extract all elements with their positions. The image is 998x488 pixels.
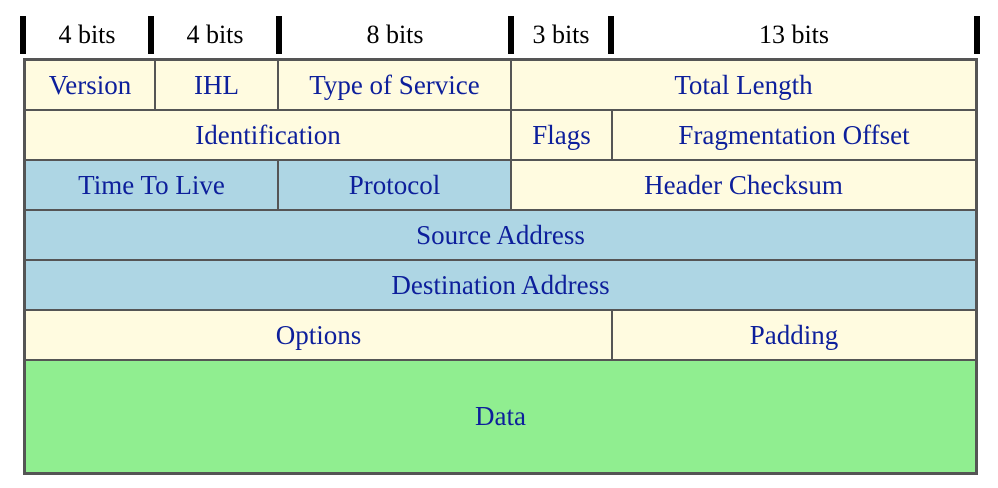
- field-version: Version: [25, 60, 155, 110]
- field-identification: Identification: [25, 110, 511, 160]
- field-flags: Flags: [511, 110, 612, 160]
- bit-divider-2: [276, 16, 282, 54]
- field-header-checksum: Header Checksum: [511, 160, 976, 210]
- field-time-to-live: Time To Live: [25, 160, 278, 210]
- bit-divider-4: [608, 16, 614, 54]
- field-options: Options: [25, 310, 612, 360]
- field-protocol: Protocol: [278, 160, 511, 210]
- ip-header-diagram: Version IHL Type of Service Total Length…: [23, 58, 978, 475]
- field-padding: Padding: [612, 310, 976, 360]
- field-data: Data: [25, 360, 976, 473]
- bit-divider-3: [508, 16, 514, 54]
- field-destination-address: Destination Address: [25, 260, 976, 310]
- bit-divider-1: [148, 16, 154, 54]
- bit-divider-0: [20, 16, 26, 54]
- field-ihl: IHL: [155, 60, 278, 110]
- bit-label-type-of-service: 8 bits: [366, 20, 424, 49]
- bit-divider-5: [974, 16, 980, 54]
- field-source-address: Source Address: [25, 210, 976, 260]
- bit-label-ihl: 4 bits: [186, 20, 244, 49]
- bit-label-flags: 3 bits: [532, 20, 590, 49]
- bit-label-version: 4 bits: [58, 20, 116, 49]
- bit-label-fragment-offset: 13 bits: [758, 20, 830, 49]
- field-type-of-service: Type of Service: [278, 60, 511, 110]
- field-total-length: Total Length: [511, 60, 976, 110]
- field-fragmentation-offset: Fragmentation Offset: [612, 110, 976, 160]
